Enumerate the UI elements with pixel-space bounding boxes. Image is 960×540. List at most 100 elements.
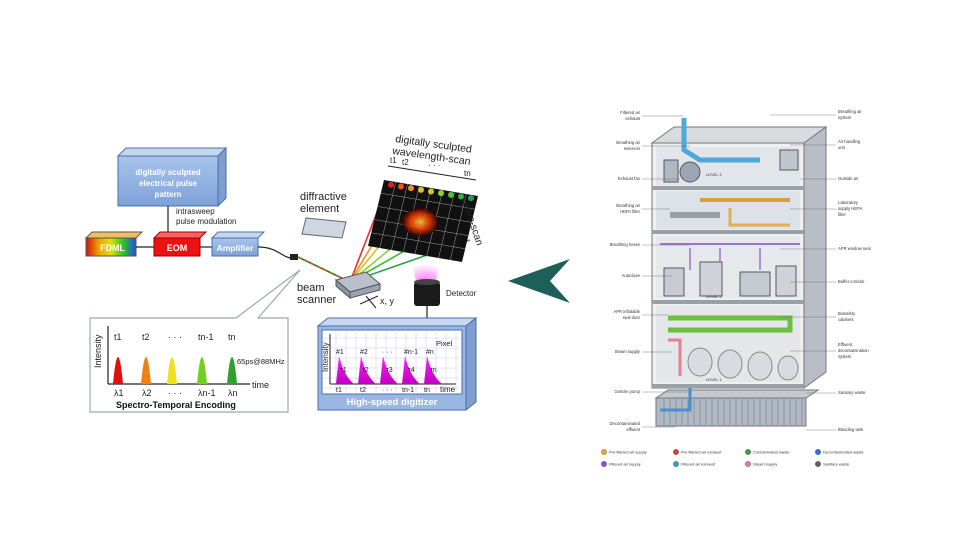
sample-spot — [402, 208, 438, 236]
callout-label: Grinder pump — [614, 389, 640, 394]
dig-tn-1: tn-1 — [402, 387, 414, 394]
legend-swatch — [745, 461, 751, 467]
level-3-label: LEVEL 3 — [706, 172, 722, 177]
dig-t2: t2 — [360, 387, 366, 394]
legend: Pre-filtered air supply Pre-filtered air … — [601, 449, 864, 467]
diffractive-element — [301, 217, 347, 239]
collimator — [290, 254, 298, 260]
legend-swatch — [601, 449, 607, 455]
scan-dot — [448, 191, 454, 198]
intrasweep-line-2: pulse modulation — [176, 217, 236, 226]
digitizer-pulse — [402, 356, 420, 384]
dig-p1: #1 — [336, 349, 344, 356]
dig-taun: τn — [430, 367, 437, 374]
callout-label: Filtered air — [620, 110, 640, 115]
callout-label: exhaust — [625, 116, 641, 121]
scan-dot — [388, 181, 394, 188]
callout-label: cabinets — [838, 317, 854, 322]
pattern-line-2: electrical pulse — [139, 179, 197, 188]
scan-grid-line — [380, 192, 475, 210]
callout-label: system — [838, 115, 852, 120]
enc-ln-1: λn-1 — [198, 388, 216, 398]
digitizer-xlabel: time — [440, 385, 456, 394]
scan-dots: · · · — [428, 161, 440, 170]
dig-pdots: · · · — [382, 349, 393, 356]
enc-t1: t1 — [114, 332, 122, 342]
legend-label: Filtered air supply — [609, 462, 641, 467]
digitizer-pulse — [358, 356, 376, 384]
callout-label: Effluent — [838, 342, 853, 347]
callout-label: Breathing hoses — [610, 242, 640, 247]
scan-dot — [398, 183, 404, 190]
legend-label: Pre-filtered air supply — [609, 450, 647, 455]
callout-label: Breathing air — [838, 109, 862, 114]
dig-tau4: τ4 — [408, 367, 415, 374]
callout-label: unit — [838, 145, 846, 150]
enc-tn-1: tn-1 — [198, 332, 214, 342]
legend-label: Pre-filtered air exhaust — [681, 450, 722, 455]
callout-label: Outside air — [838, 176, 859, 181]
callout-label: supply HEPA — [838, 206, 863, 211]
diffractive-line-2: element — [300, 203, 339, 215]
encoding-pulse — [113, 357, 123, 384]
beam-scanner-line-1: beam — [297, 282, 325, 294]
scan-dot — [468, 195, 474, 202]
callout-label: reservoir — [624, 146, 641, 151]
encoding-rate: 65ps@88MHz — [237, 357, 285, 366]
scan-grid-line — [371, 232, 466, 250]
fdml-label: FDML — [100, 243, 125, 253]
scan-grid-line — [438, 191, 455, 259]
callout-label: seal door — [623, 315, 641, 320]
callout-label: Breathing air — [616, 140, 640, 145]
enc-tn: tn — [228, 332, 236, 342]
legend-swatch — [815, 461, 821, 467]
digitizer-pulse — [336, 356, 354, 384]
scan-t2: t2 — [402, 158, 409, 167]
scan-dot — [418, 186, 424, 193]
callout-label: Air handling — [838, 139, 861, 144]
legend-label: Decontaminated waste — [823, 450, 864, 455]
scan-grid-line — [450, 193, 467, 261]
digitizer-box: Intensity time Pixel #1 #2 · · · #n-1 #n… — [316, 316, 478, 412]
intrasweep-line-1: intrasweep — [176, 207, 215, 216]
callout-label: Sanitary waste — [838, 390, 866, 395]
callout-label: HEPA filter — [620, 209, 641, 214]
callout-label: system — [838, 354, 852, 359]
fdml-box: FDML — [84, 231, 144, 257]
dig-tdots: · · · — [382, 387, 393, 394]
legend-label: Contaminated waste — [753, 450, 790, 455]
eom-label: EOM — [167, 243, 188, 253]
scan-time-axis — [387, 165, 477, 181]
transition-arrow — [508, 259, 570, 303]
beam-scanner-front — [349, 283, 381, 299]
dig-pn: #n — [426, 349, 434, 356]
dig-tau2: τ2 — [362, 367, 369, 374]
enc-ldots: · · · — [168, 388, 182, 398]
callout-label: Breathing air — [616, 203, 640, 208]
encoding-pulse — [167, 357, 177, 384]
amplifier-box: Amplifier — [210, 231, 266, 257]
scan-dot — [428, 188, 434, 195]
callout-label: Exhaust fan — [618, 176, 641, 181]
callout-label: Biosafety — [838, 311, 856, 316]
scanner-axes-label: x, y — [380, 296, 395, 306]
digitizer-pulse — [380, 356, 398, 384]
pattern-line-3: pattern — [154, 190, 181, 199]
legend-swatch — [673, 461, 679, 467]
legend-label: Filtered air exhaust — [681, 462, 716, 467]
beam-scanner-line-2: scanner — [297, 294, 336, 306]
fiber-3 — [257, 246, 293, 259]
legend-label: Sanitary waste — [823, 462, 850, 467]
diffractive-line-1: diffractive — [300, 191, 347, 203]
level-2-label: LEVEL 2 — [706, 294, 722, 299]
digitizer-title: High-speed digitizer — [347, 397, 438, 408]
enc-ln: λn — [228, 388, 238, 398]
legend-swatch — [601, 461, 607, 467]
enc-t2: t2 — [142, 332, 150, 342]
callout-label: decontamination — [838, 348, 869, 353]
callout-label: Decontaminated — [610, 421, 641, 426]
dig-t1: t1 — [336, 387, 342, 394]
callout-label: Laboratory — [838, 200, 859, 205]
